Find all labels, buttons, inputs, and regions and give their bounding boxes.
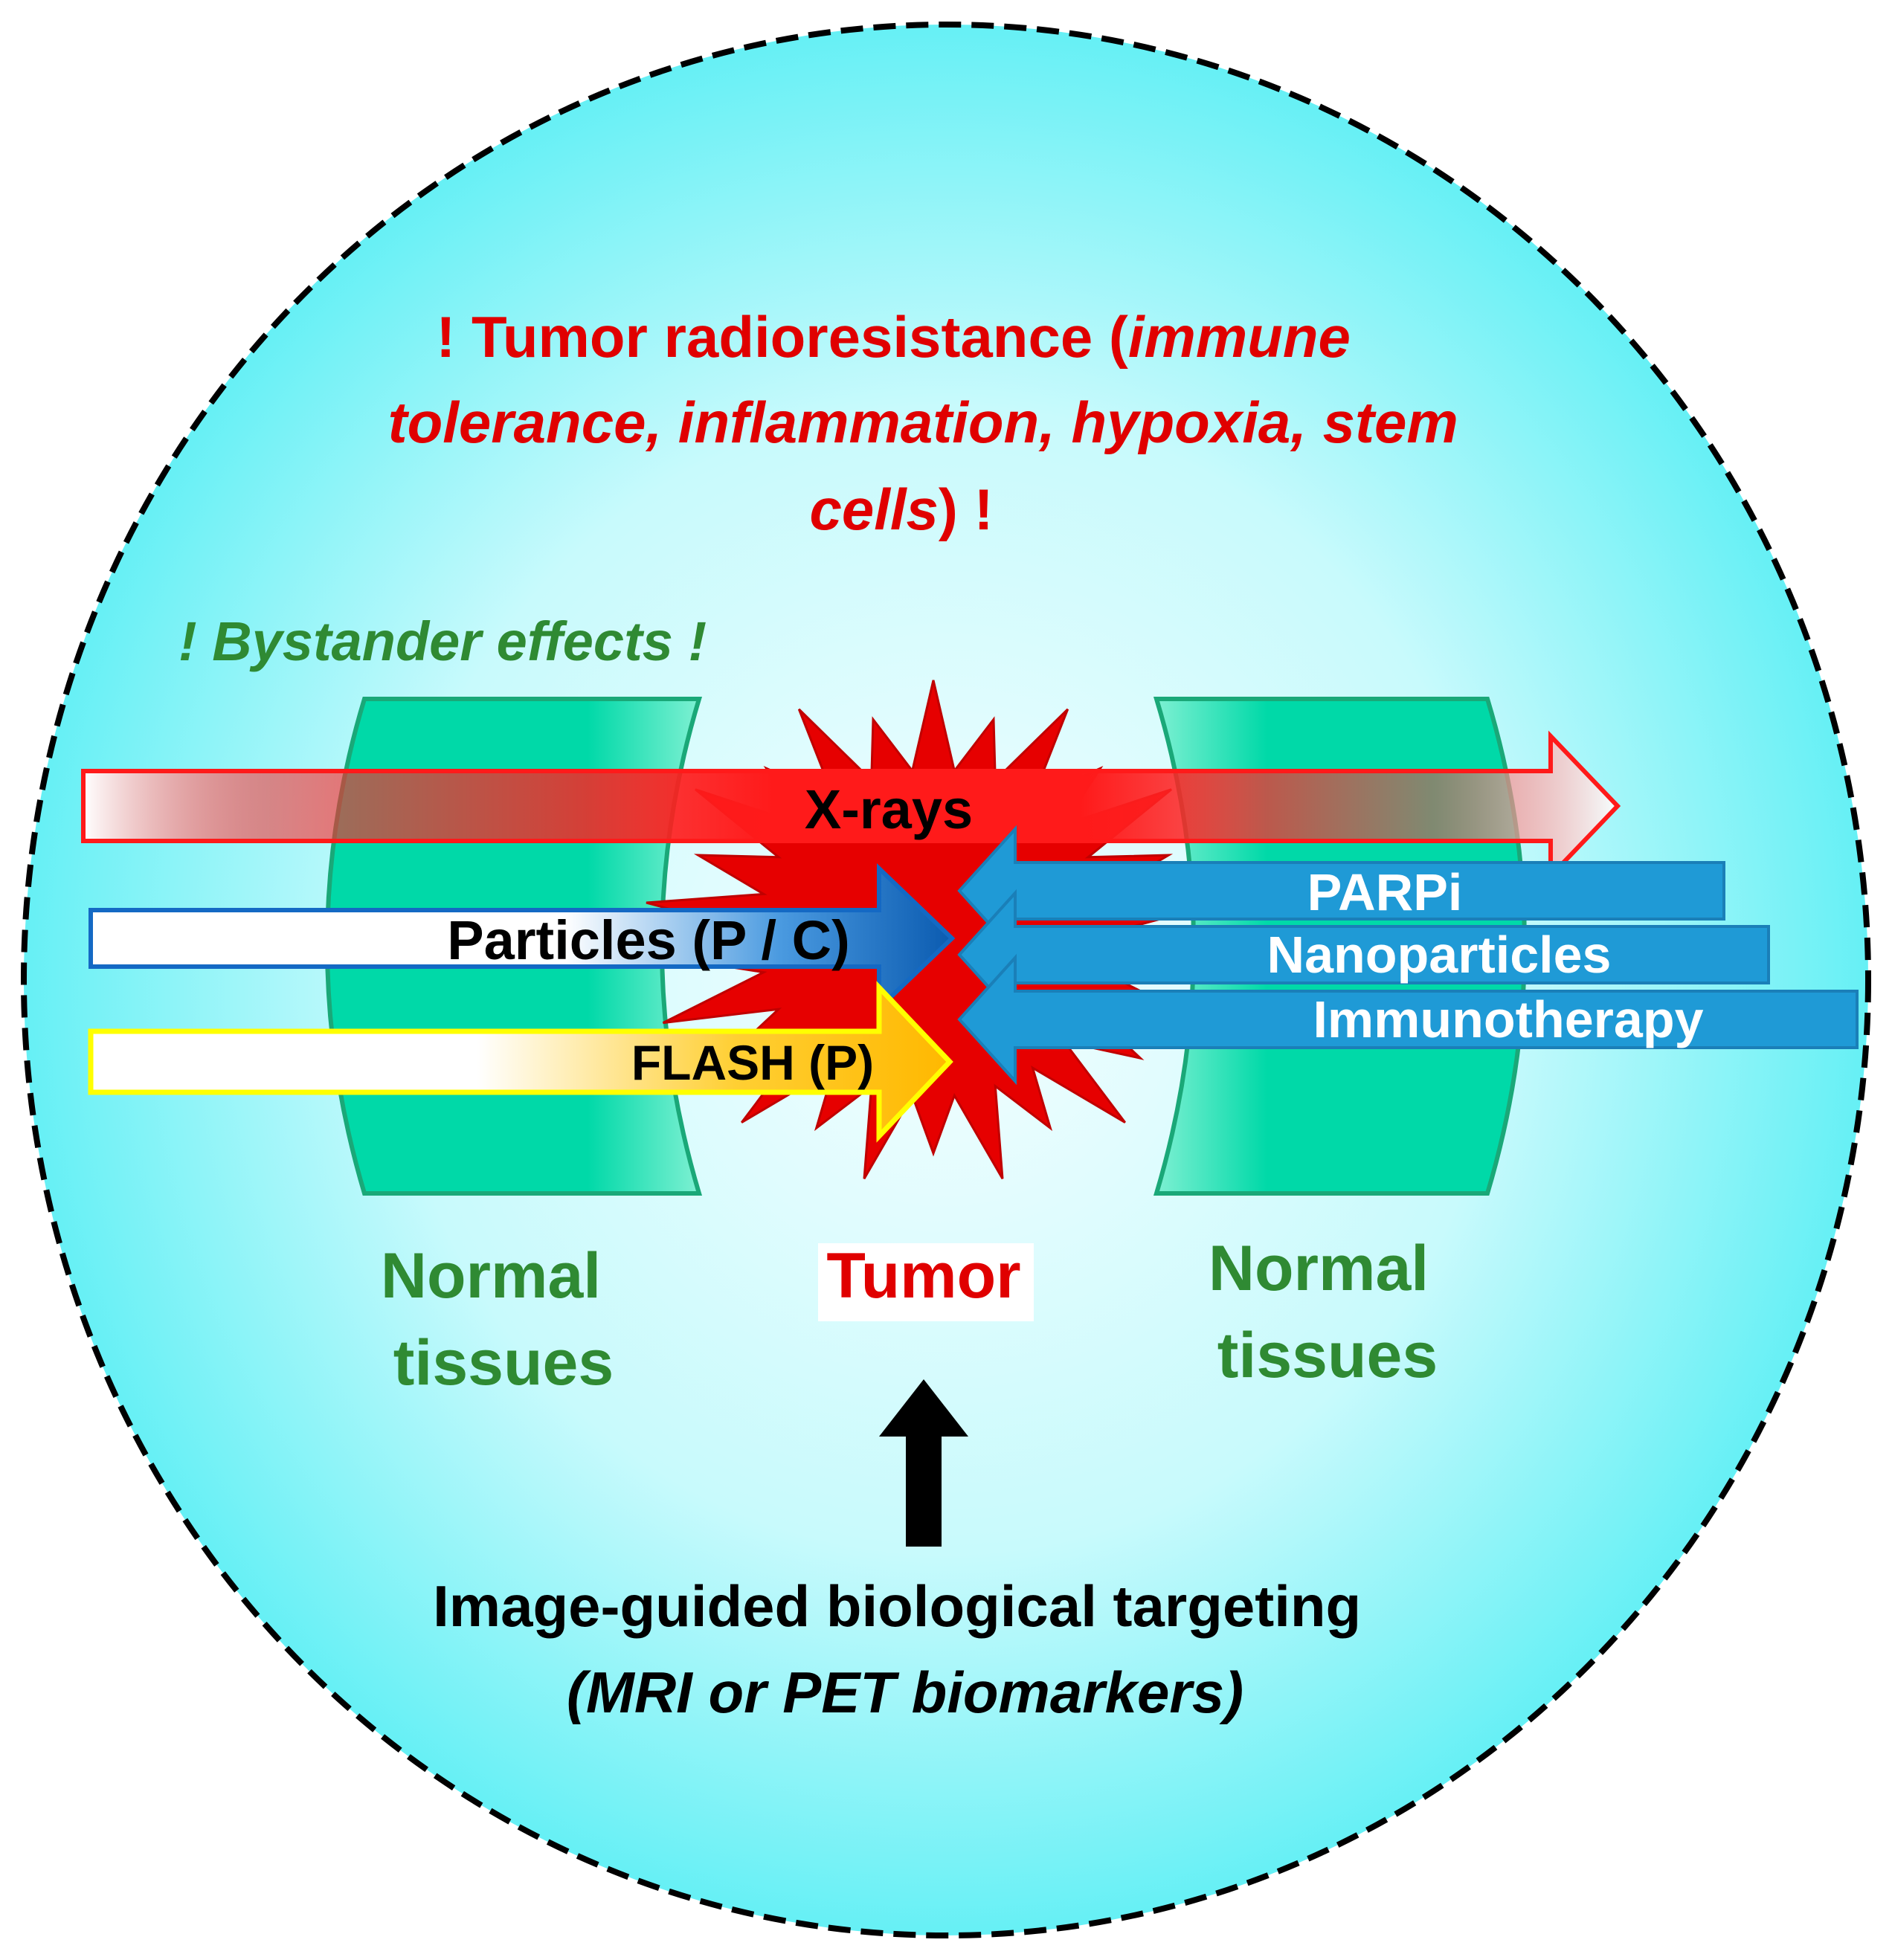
- immunotherapy-arrow[interactable]: [957, 953, 1859, 1086]
- title-line1-b: immune: [1128, 304, 1351, 370]
- title-line3-b: ) !: [939, 477, 994, 542]
- flash-label: FLASH (P): [631, 1035, 874, 1090]
- tumor-label-background: [818, 1243, 1034, 1321]
- tumor-label: Tumor: [826, 1240, 1020, 1312]
- bystander-effects-label: ! Bystander effects !: [178, 610, 707, 672]
- title-line1-a: ! Tumor radioresistance (: [436, 304, 1127, 370]
- imaging-up-arrow: [879, 1379, 968, 1547]
- xrays-arrow: [81, 730, 1621, 882]
- imaging-label: Image-guided biological targeting (MRI o…: [433, 1573, 1377, 1725]
- parpi-label: PARPi: [1307, 863, 1463, 921]
- particles-arrow[interactable]: [89, 863, 956, 1014]
- radioresistance-title: ! Tumor radioresistance (immune toleranc…: [388, 304, 1475, 542]
- nanoparticles-label: Nanoparticles: [1267, 926, 1612, 984]
- immunotherapy-label: Immunotherapy: [1313, 990, 1703, 1048]
- parpi-arrow[interactable]: [957, 825, 1725, 957]
- xrays-label: X-rays: [805, 778, 973, 840]
- normal-tissues-right-label: Normal tissues: [1209, 1233, 1447, 1391]
- title-line2: tolerance, inflammation, hypoxia, stem: [388, 390, 1458, 455]
- nanoparticles-arrow[interactable]: [957, 889, 1770, 1021]
- imaging-line1: Image-guided biological targeting: [433, 1573, 1361, 1639]
- title-line3-a: cells: [809, 477, 938, 542]
- imaging-line2: (MRI or PET biomarkers): [567, 1660, 1243, 1725]
- normal-tissues-left-label: Normal tissues: [381, 1240, 619, 1399]
- flash-arrow[interactable]: [88, 981, 953, 1143]
- particles-label: Particles (P / C): [447, 909, 850, 971]
